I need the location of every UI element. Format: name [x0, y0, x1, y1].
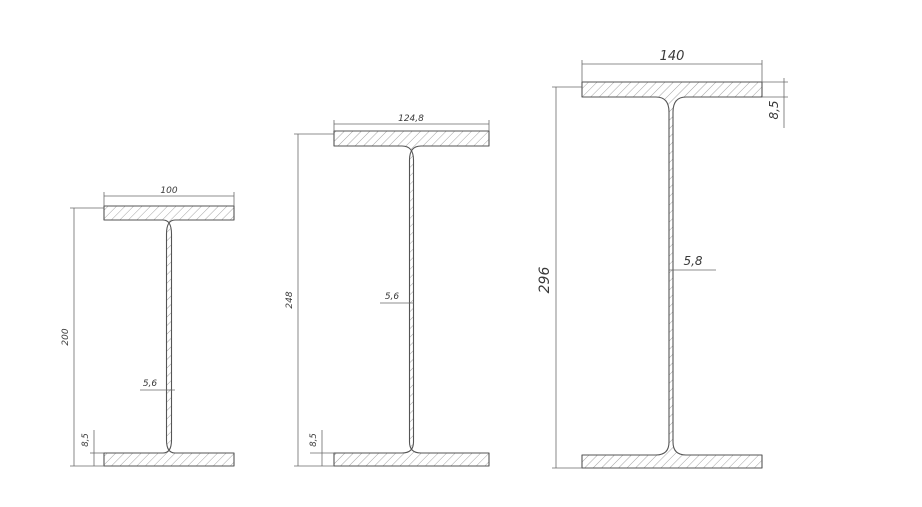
beam-2-width-label: 124,8 — [398, 114, 424, 124]
beam-2-web-label: 5,6 — [385, 292, 400, 302]
beam-1-flange-label: 8,5 — [81, 433, 91, 447]
beam-1: 100 200 8,5 5,6 — [61, 186, 235, 467]
beam-1-section — [103, 205, 235, 467]
beam-3-section — [581, 81, 763, 469]
beam-2-flange-label: 8,5 — [309, 433, 319, 447]
beam-1-width-label: 100 — [160, 186, 177, 196]
beam-3-height-label: 296 — [537, 267, 553, 294]
beam-3: 140 296 8,5 5,8 — [537, 49, 788, 469]
beam-2: 124,8 248 8,5 5,6 — [285, 114, 490, 467]
beam-2-height-label: 248 — [285, 291, 295, 308]
beam-1-web-label: 5,6 — [143, 379, 158, 389]
beam-2-section — [333, 130, 490, 467]
beam-3-width-label: 140 — [660, 49, 685, 64]
beam-3-web-label: 5,8 — [683, 254, 702, 268]
beam-3-flange-label: 8,5 — [767, 100, 781, 119]
beam-1-height-label: 200 — [61, 328, 71, 345]
